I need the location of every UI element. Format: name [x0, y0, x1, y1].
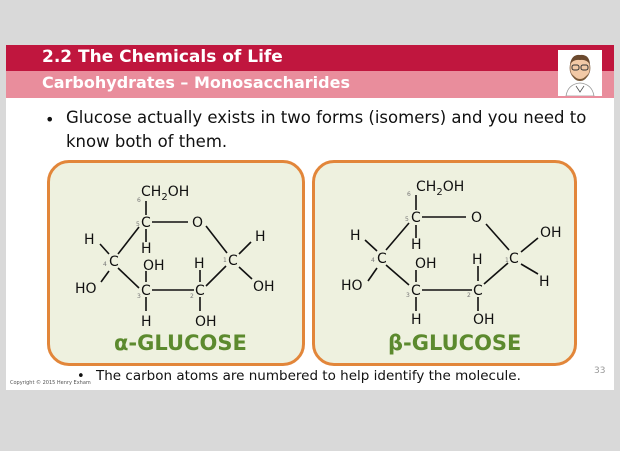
slide-subtitle: Carbohydrates – Monosaccharides [42, 73, 350, 92]
bullet-marker: • [45, 110, 55, 129]
subtitle-band [6, 71, 614, 98]
alpha-glucose-panel [47, 160, 305, 366]
copyright-text: Copyright © 2015 Henry Exham [10, 380, 91, 386]
slide-number: 33 [594, 366, 606, 376]
beta-glucose-panel [312, 160, 577, 366]
presenter-avatar-icon [558, 50, 602, 96]
footnote-text: The carbon atoms are numbered to help id… [96, 368, 521, 384]
beta-glucose-label: β-GLUCOSE [388, 331, 522, 355]
alpha-glucose-label: α-GLUCOSE [114, 331, 247, 355]
bullet-text: Glucose actually exists in two forms (is… [66, 108, 587, 151]
footnote-bullet-marker: • [77, 369, 85, 384]
slide-title: 2.2 The Chemicals of Life [42, 47, 283, 67]
title-band [6, 45, 614, 71]
